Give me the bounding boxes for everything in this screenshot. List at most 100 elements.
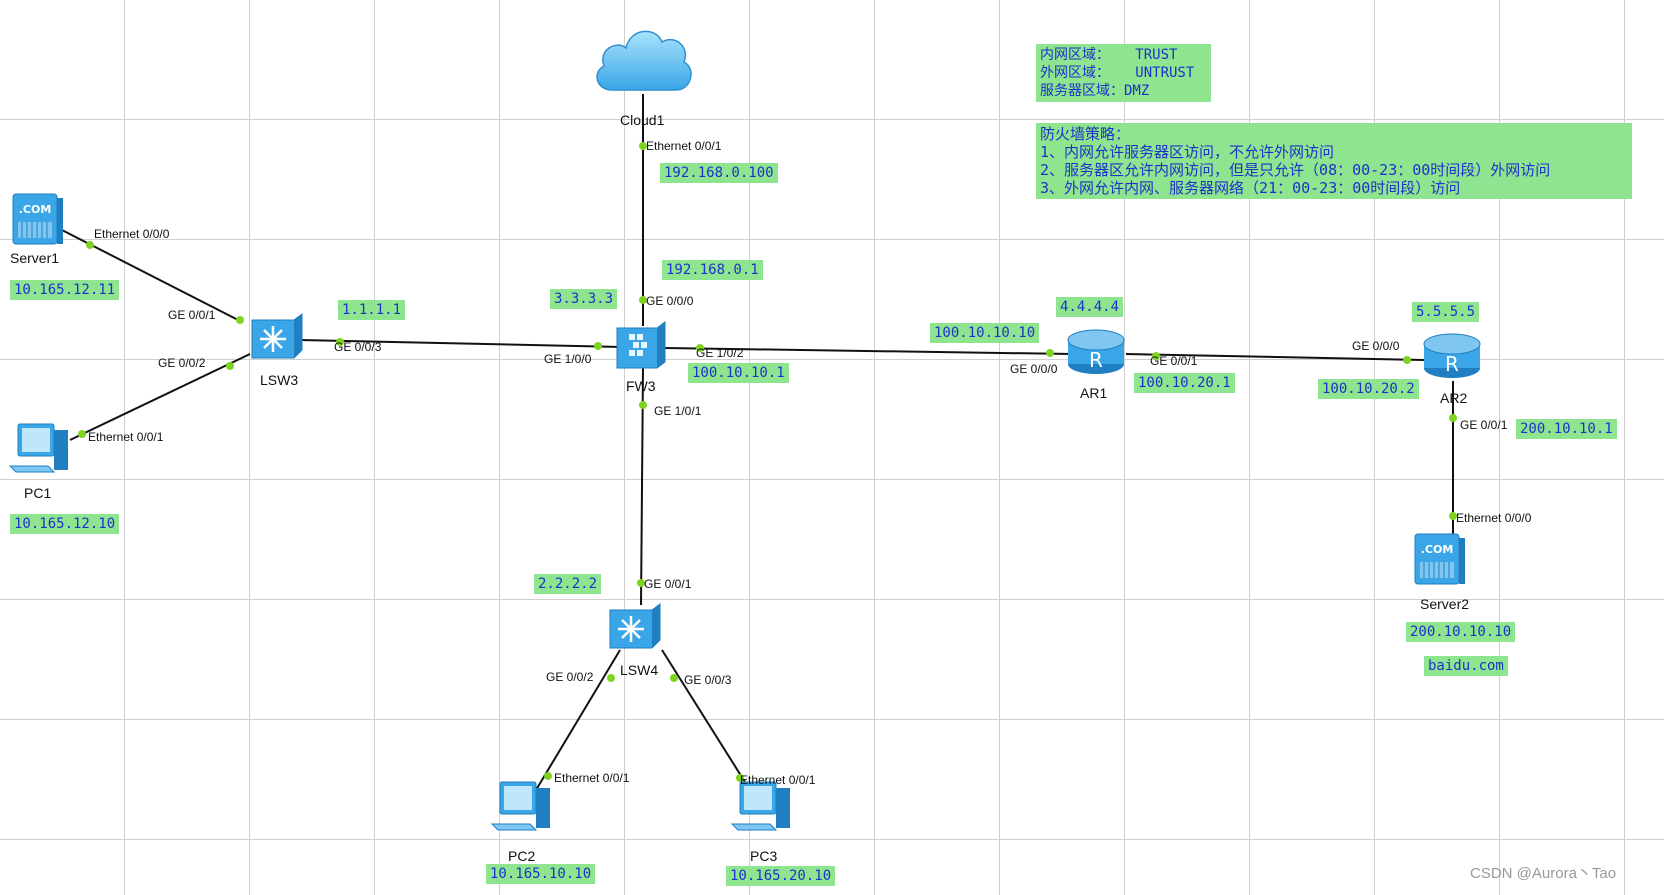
ar2-router-icon[interactable]: R <box>1422 330 1484 382</box>
pc2-icon[interactable] <box>490 778 554 834</box>
port-label-fw-g100: GE 1/0/0 <box>544 352 592 366</box>
port-label-lsw4-g003: GE 0/0/3 <box>684 673 732 687</box>
cloud1-icon[interactable] <box>590 20 696 100</box>
ip-label-ar1-g001: 100.10.20.1 <box>1134 373 1235 393</box>
port-dot-fw-g102 <box>696 344 704 352</box>
link-ar1-ar2 <box>1125 353 1426 361</box>
lsw4-switch-icon[interactable] <box>606 600 664 652</box>
port-dot-server2 <box>1449 512 1457 520</box>
pc1-icon[interactable] <box>8 420 72 476</box>
port-dot-ar2-g001 <box>1449 414 1457 422</box>
port-label-pc1-eth: Ethernet 0/0/1 <box>88 430 164 444</box>
port-label-fw-g000: GE 0/0/0 <box>646 294 694 308</box>
server2-icon-text: .COM <box>1421 543 1454 556</box>
domain-label-server2: baidu.com <box>1424 656 1508 676</box>
server1-icon-text: .COM <box>19 203 52 216</box>
policy-line-3: 2、服务器区允许内网访问，但是只允许（08：00-23：00时间段）外网访问 <box>1040 161 1551 179</box>
ip-label-ar2-g001: 200.10.10.1 <box>1516 419 1617 439</box>
cloud1-label: Cloud1 <box>620 112 665 128</box>
port-dot-server1 <box>86 241 94 249</box>
ip-label-fw-g000: 192.168.0.1 <box>662 260 763 280</box>
policy-line-4: 3、外网允许内网、服务器网络（21：00-23：00时间段）访问 <box>1040 179 1461 197</box>
port-dot-fw-g100 <box>594 342 602 350</box>
port-label-ar2-g000: GE 0/0/0 <box>1352 339 1400 353</box>
port-dot-pc3 <box>736 774 744 782</box>
port-label-ar1-g001: GE 0/0/1 <box>1150 354 1198 368</box>
port-label-server2-eth: Ethernet 0/0/0 <box>1456 511 1532 525</box>
ip-label-fw-g102: 100.10.10.1 <box>688 363 789 383</box>
link-fw3-ar1 <box>664 347 1073 355</box>
port-dot-ar1-g000 <box>1046 349 1054 357</box>
link-pc1-lsw3 <box>69 353 251 441</box>
ip-label-cloud: 192.168.0.100 <box>660 163 778 183</box>
ip-label-lsw4: 2.2.2.2 <box>534 574 602 594</box>
fw3-firewall-icon[interactable] <box>613 318 669 372</box>
lsw4-label: LSW4 <box>620 662 659 678</box>
pc1-label: PC1 <box>24 485 52 501</box>
policy-line-2: 1、内网允许服务器区访问，不允许外网访问 <box>1040 143 1335 161</box>
lsw3-label: LSW3 <box>260 372 299 388</box>
server1-icon[interactable]: .COM <box>10 190 66 248</box>
port-dot-lsw4-g003 <box>670 674 678 682</box>
port-label-fw-g102: GE 1/0/2 <box>696 346 744 360</box>
port-dot-lsw3-g001 <box>236 316 244 324</box>
port-dot-fw-g101 <box>639 401 647 409</box>
link-lsw3-fw3 <box>299 339 623 348</box>
port-label-lsw4-g001: GE 0/0/1 <box>644 577 692 591</box>
policy-line-1: 防火墙策略： <box>1040 125 1131 143</box>
ar1-router-icon[interactable]: R <box>1066 326 1128 378</box>
zones-line-2: 外网区域： UNTRUST <box>1040 65 1195 81</box>
port-label-ar1-g000: GE 0/0/0 <box>1010 362 1058 376</box>
port-dot-cloud <box>639 142 647 150</box>
ip-label-server2: 200.10.10.10 <box>1406 622 1516 642</box>
port-label-lsw3-g001: GE 0/0/1 <box>168 308 216 322</box>
port-label-fw-g101: GE 1/0/1 <box>654 404 702 418</box>
ip-label-pc2: 10.165.10.10 <box>486 864 596 884</box>
link-lsw4-pc3 <box>661 649 751 791</box>
port-dot-lsw4-g001 <box>637 579 645 587</box>
watermark: CSDN @Aurora丶Tao <box>1470 865 1617 882</box>
port-label-server1-eth: Ethernet 0/0/0 <box>94 227 170 241</box>
pc3-label: PC3 <box>750 848 778 864</box>
port-dot-fw-g000 <box>639 296 647 304</box>
zones-note: 内网区域： TRUST 外网区域： UNTRUST 服务器区域：DMZ <box>1036 44 1211 102</box>
ar2-label: AR2 <box>1440 390 1468 406</box>
ip-label-lsw3: 1.1.1.1 <box>338 300 406 320</box>
port-label-cloud-eth: Ethernet 0/0/1 <box>646 139 722 153</box>
ip-label-fw-loop: 3.3.3.3 <box>550 289 618 309</box>
fw3-label: FW3 <box>626 378 656 394</box>
port-label-ar2-g001: GE 0/0/1 <box>1460 418 1508 432</box>
pc3-icon[interactable] <box>730 778 794 834</box>
ip-label-pc3: 10.165.20.10 <box>726 866 836 886</box>
ip-label-ar1-loop: 4.4.4.4 <box>1056 297 1124 317</box>
ip-label-ar2-loop: 5.5.5.5 <box>1412 302 1480 322</box>
svg-text:R: R <box>1089 348 1103 372</box>
pc2-label: PC2 <box>508 848 536 864</box>
server2-label: Server2 <box>1420 596 1470 612</box>
ar1-label: AR1 <box>1080 385 1108 401</box>
port-dot-lsw3-g002 <box>226 362 234 370</box>
port-dot-ar1-g001 <box>1152 352 1160 360</box>
ip-label-ar1-g000: 100.10.10.10 <box>930 323 1040 343</box>
port-label-lsw4-g002: GE 0/0/2 <box>546 670 594 684</box>
svg-text:R: R <box>1445 352 1459 376</box>
link-lsw4-pc2 <box>535 649 621 791</box>
port-label-lsw3-g002: GE 0/0/2 <box>158 356 206 370</box>
port-label-pc3-eth: Ethernet 0/0/1 <box>740 773 816 787</box>
ip-label-ar2-g000: 100.10.20.2 <box>1318 379 1419 399</box>
port-dot-pc2 <box>544 772 552 780</box>
port-dot-pc1 <box>78 430 86 438</box>
port-dot-ar2-g000 <box>1403 356 1411 364</box>
port-label-lsw3-g003: GE 0/0/3 <box>334 340 382 354</box>
policy-note: 防火墙策略： 1、内网允许服务器区访问，不允许外网访问 2、服务器区允许内网访问… <box>1036 123 1632 199</box>
lsw3-switch-icon[interactable] <box>248 310 306 362</box>
server2-icon[interactable]: .COM <box>1412 530 1468 588</box>
zones-line-3: 服务器区域：DMZ <box>1040 83 1150 99</box>
ip-label-server1: 10.165.12.11 <box>10 280 120 300</box>
zones-line-1: 内网区域： TRUST <box>1040 47 1178 63</box>
server1-label: Server1 <box>10 250 60 266</box>
port-dot-lsw3-g003 <box>336 338 344 346</box>
port-label-pc2-eth: Ethernet 0/0/1 <box>554 771 630 785</box>
